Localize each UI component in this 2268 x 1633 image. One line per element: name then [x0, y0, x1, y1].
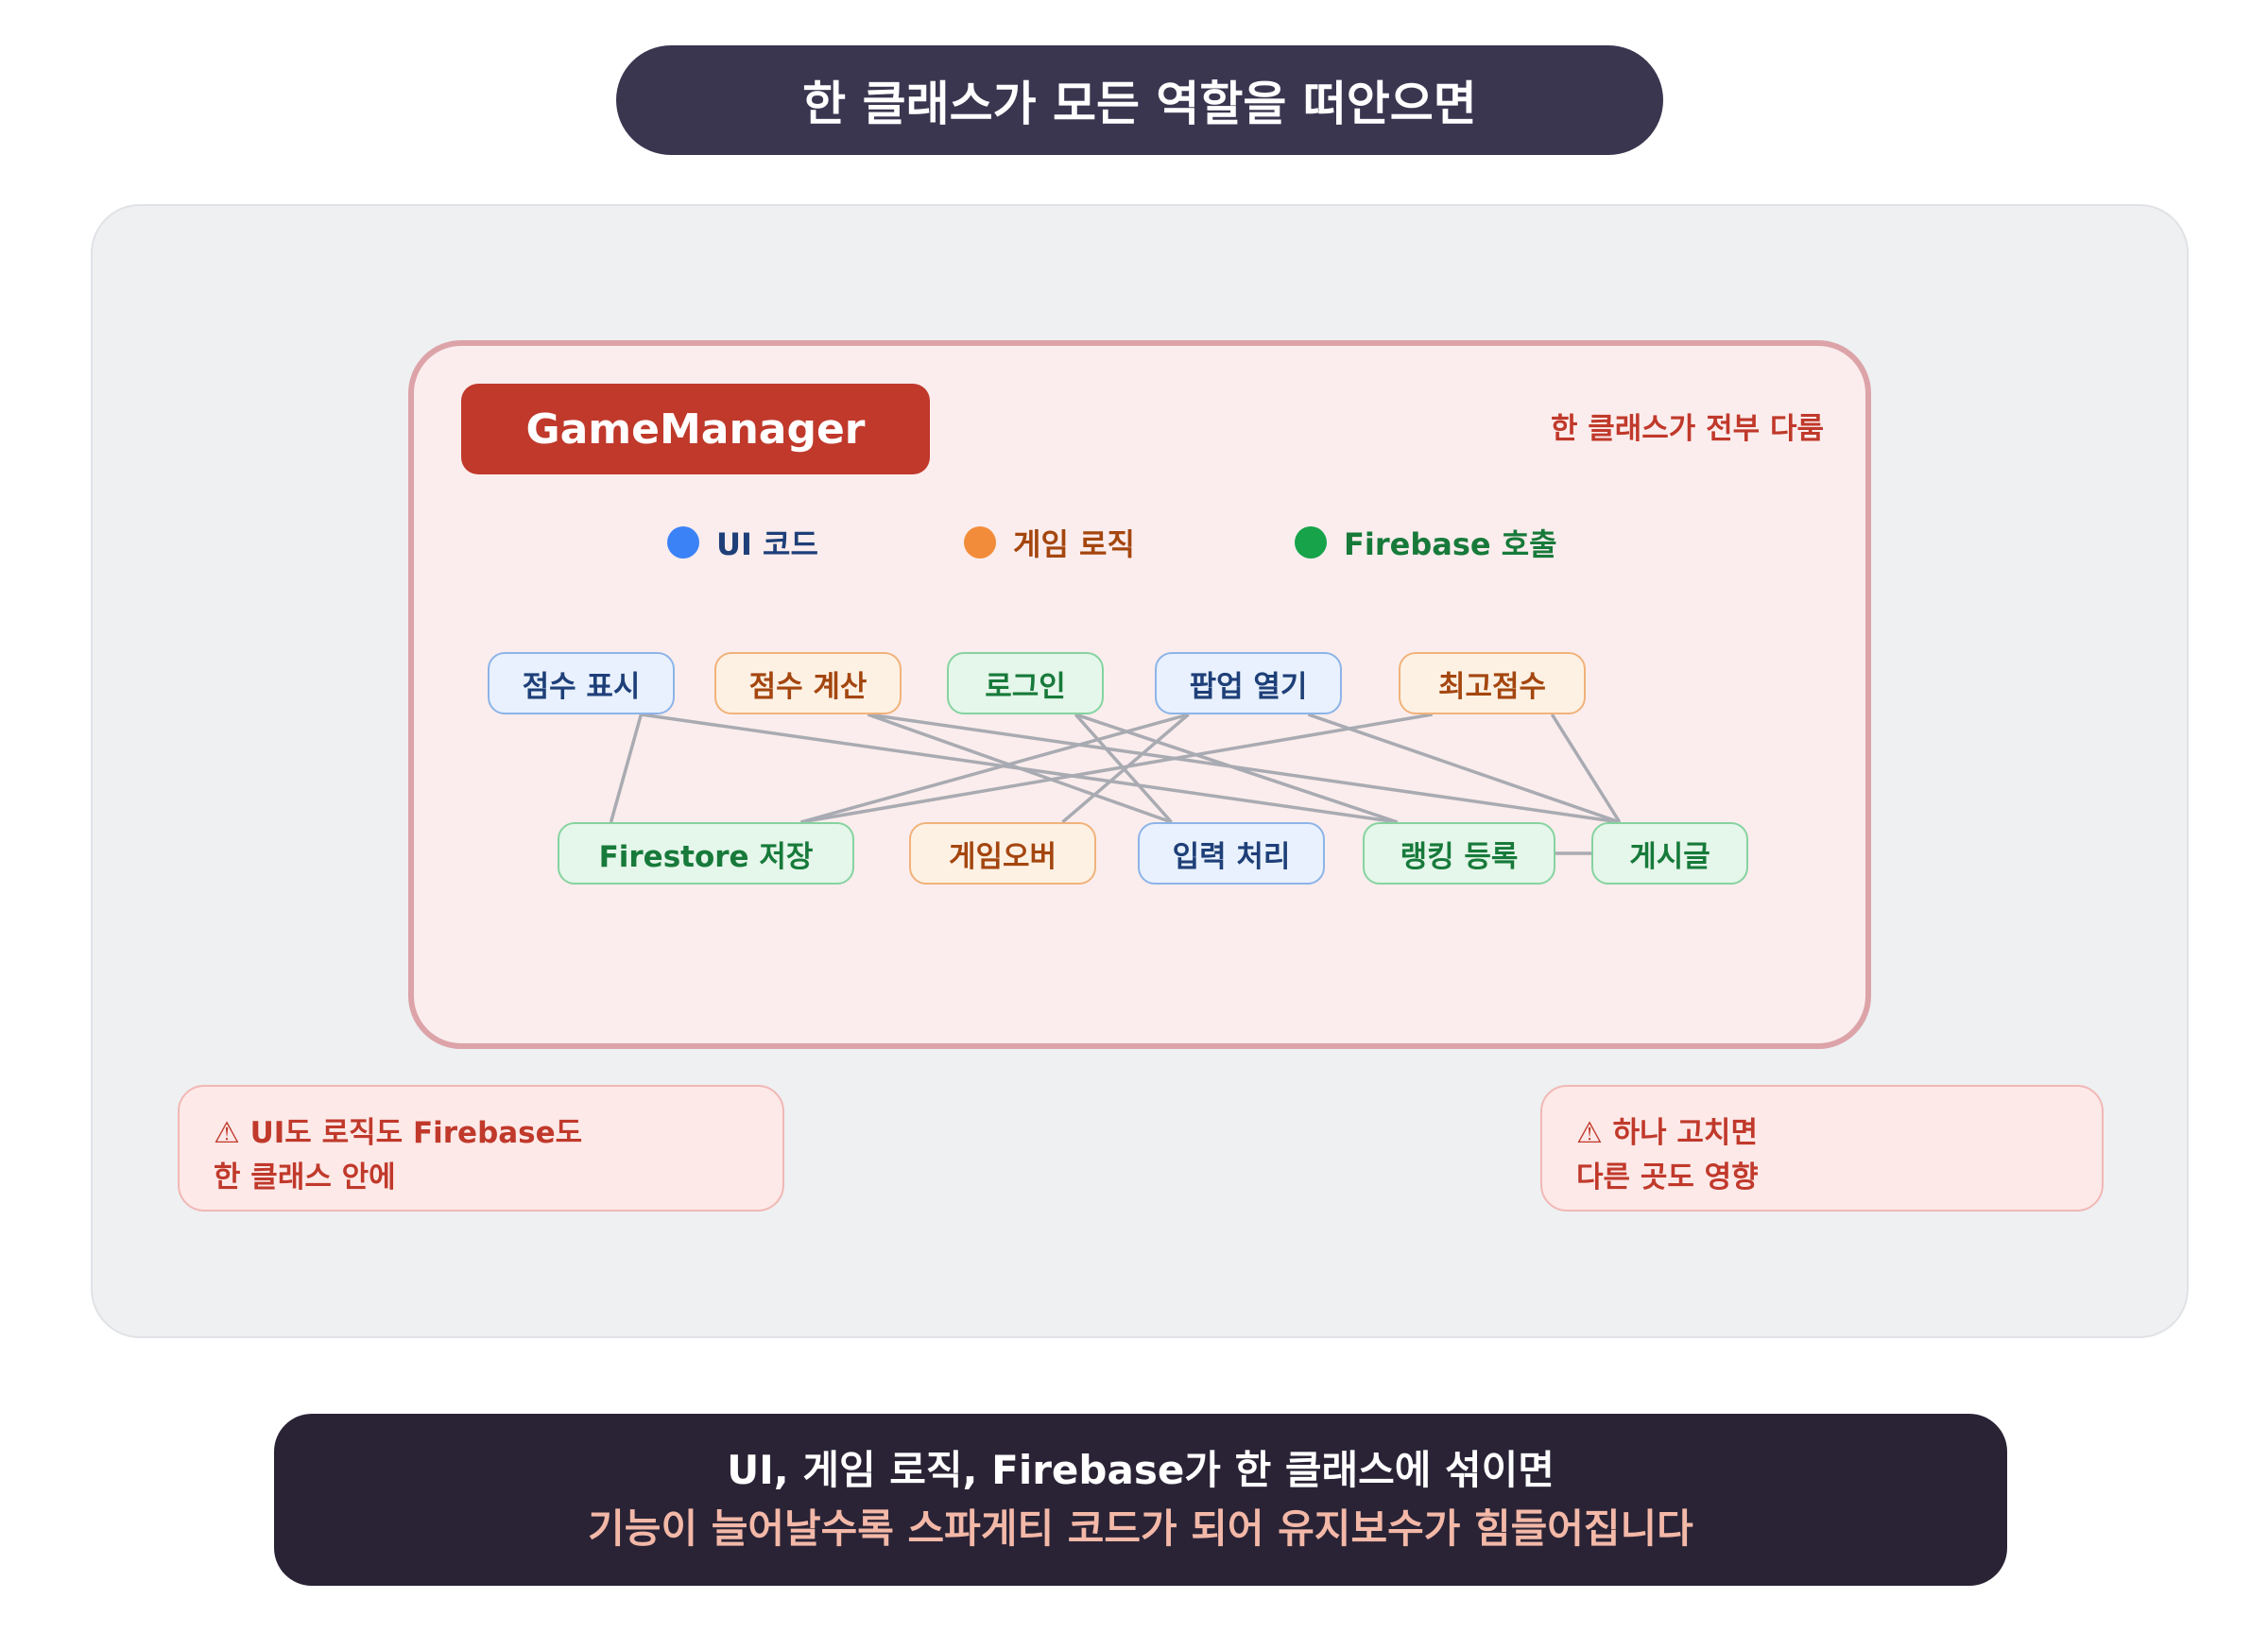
game-manager-note: 한 클래스가 전부 다룸	[1550, 412, 1824, 446]
link-high_score-firestore_save	[800, 713, 1433, 824]
node-login: 로그인	[947, 652, 1104, 714]
page-title: 한 클래스가 모든 역할을 떠안으면	[616, 45, 1663, 155]
firebase-dot-icon	[1295, 526, 1327, 559]
warning-box-left: ⚠ UI도 로직도 Firebase도 한 클래스 안에	[178, 1085, 784, 1212]
warning-right-line2: 다른 곳도 영향	[1576, 1160, 1759, 1195]
node-input-handling: 입력 처리	[1138, 822, 1325, 885]
logic-dot-icon	[964, 526, 996, 559]
legend-item-ui: UI 코드	[667, 522, 818, 563]
link-score_calc-input_handling	[867, 713, 1173, 824]
node-score-calc: 점수 계산	[714, 652, 902, 714]
summary-line1: UI, 게임 로직, Firebase가 한 클래스에 섞이면	[727, 1447, 1555, 1493]
legend-item-firebase: Firebase 호출	[1295, 522, 1557, 563]
game-manager-box	[408, 340, 1871, 1049]
game-manager-header: GameManager	[461, 384, 930, 474]
node-ranking-register: 랭킹 등록	[1363, 822, 1555, 885]
legend-item-logic: 게임 로직	[964, 522, 1135, 563]
link-high_score-post	[1550, 713, 1622, 823]
legend-label-firebase: Firebase 호출	[1344, 526, 1557, 562]
warning-box-right: ⚠ 하나 고치면 다른 곳도 영향	[1540, 1085, 2104, 1212]
node-high-score: 최고점수	[1399, 652, 1586, 714]
node-post: 게시글	[1591, 822, 1748, 885]
summary-line2: 기능이 늘어날수록 스파게티 코드가 되어 유지보수가 힘들어집니다	[588, 1505, 1693, 1552]
legend-label-logic: 게임 로직	[1013, 526, 1135, 562]
ui-dot-icon	[667, 526, 699, 559]
node-score-display: 점수 표시	[488, 652, 675, 714]
node-firestore-save: Firestore 저장	[558, 822, 854, 885]
link-score_calc-post	[868, 713, 1621, 824]
summary-banner: UI, 게임 로직, Firebase가 한 클래스에 섞이면 기능이 늘어날수…	[274, 1414, 2007, 1586]
warning-left-line2: 한 클래스 안에	[214, 1160, 396, 1195]
legend-label-ui: UI 코드	[716, 526, 818, 562]
node-open-popup: 팝업 열기	[1155, 652, 1342, 714]
warning-right-line1: ⚠ 하나 고치면	[1576, 1116, 1758, 1150]
node-game-over: 게임오버	[909, 822, 1096, 885]
link-score_display-firestore_save	[609, 713, 644, 823]
warning-left-line1: ⚠ UI도 로직도 Firebase도	[214, 1116, 583, 1150]
link-open_popup-post	[1307, 713, 1621, 824]
link-open_popup-firestore_save	[800, 713, 1190, 824]
